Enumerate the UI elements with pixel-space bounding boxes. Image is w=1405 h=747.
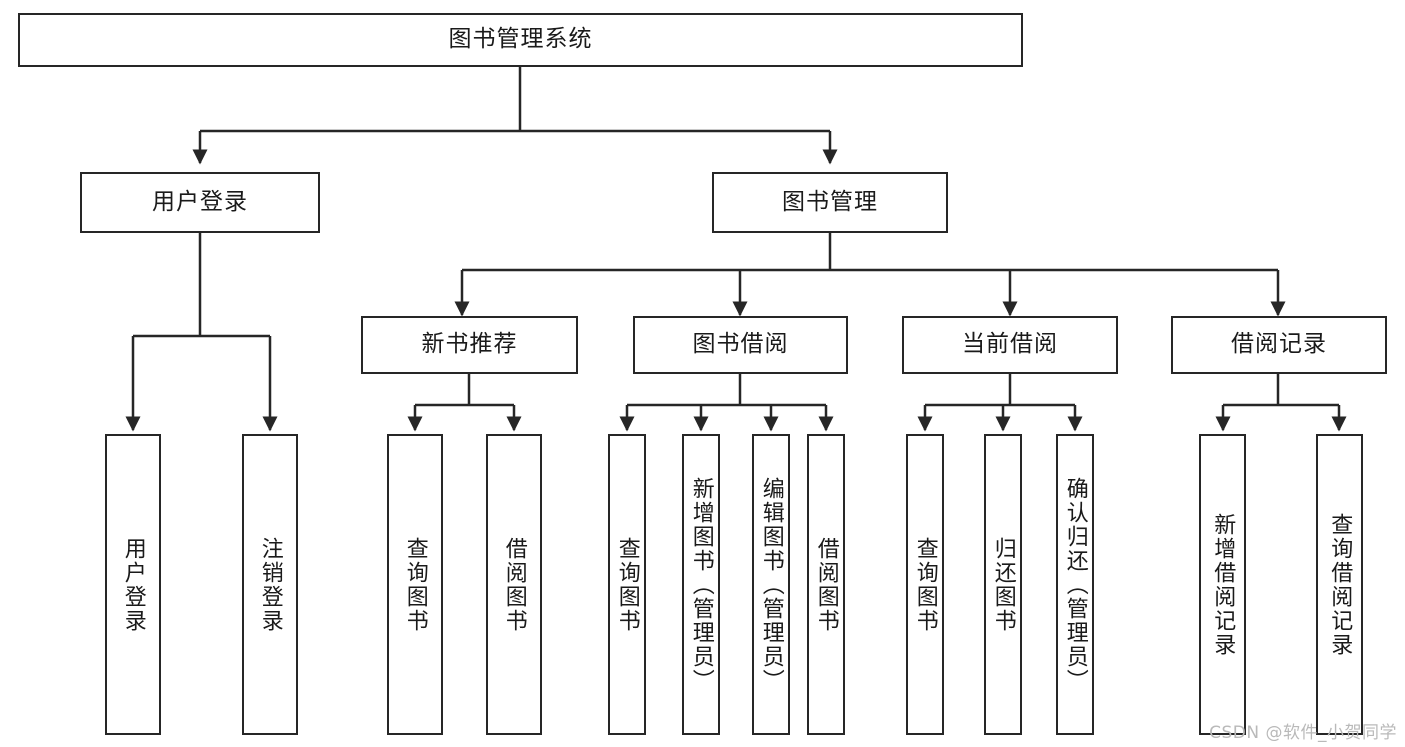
- leaf-borrow-book-1-label: 借阅图书: [501, 536, 527, 633]
- node-current-borrow-label: 当前借阅: [962, 331, 1058, 358]
- leaf-return-book[interactable]: 归还图书: [984, 434, 1022, 735]
- node-user-login-label: 用户登录: [152, 188, 248, 215]
- leaf-add-record[interactable]: 新增借阅记录: [1199, 434, 1246, 735]
- node-user-login[interactable]: 用户登录: [80, 172, 320, 233]
- leaf-borrow-book-2-label: 借阅图书: [813, 536, 839, 633]
- leaf-edit-book-label: 编辑图书（管理员）: [758, 476, 784, 693]
- leaf-user-login-label: 用户登录: [120, 536, 146, 633]
- node-book-management-label: 图书管理: [782, 188, 878, 215]
- leaf-borrow-book-2[interactable]: 借阅图书: [807, 434, 845, 735]
- node-borrow-record-label: 借阅记录: [1231, 331, 1327, 358]
- leaf-add-book-label: 新增图书（管理员）: [688, 476, 714, 693]
- leaf-query-book-1-label: 查询图书: [402, 536, 428, 633]
- node-current-borrow[interactable]: 当前借阅: [902, 316, 1118, 374]
- node-root[interactable]: 图书管理系统: [18, 13, 1023, 67]
- leaf-logout-login[interactable]: 注销登录: [242, 434, 298, 735]
- leaf-borrow-book-1[interactable]: 借阅图书: [486, 434, 542, 735]
- node-book-borrow-label: 图书借阅: [692, 331, 789, 358]
- leaf-query-book-3[interactable]: 查询图书: [906, 434, 944, 735]
- leaf-edit-book[interactable]: 编辑图书（管理员）: [752, 434, 790, 735]
- node-root-label: 图书管理系统: [448, 26, 593, 53]
- watermark-text: CSDN @软件_小贺同学: [1209, 723, 1397, 743]
- leaf-user-login[interactable]: 用户登录: [105, 434, 161, 735]
- leaf-query-book-2-label: 查询图书: [614, 536, 640, 633]
- leaf-query-book-1[interactable]: 查询图书: [387, 434, 443, 735]
- leaf-query-book-2[interactable]: 查询图书: [608, 434, 646, 735]
- node-new-book-recommend[interactable]: 新书推荐: [361, 316, 578, 374]
- leaf-query-record-label: 查询借阅记录: [1327, 512, 1353, 657]
- node-borrow-record[interactable]: 借阅记录: [1171, 316, 1387, 374]
- leaf-query-record[interactable]: 查询借阅记录: [1316, 434, 1363, 735]
- node-book-borrow[interactable]: 图书借阅: [633, 316, 848, 374]
- leaf-add-book[interactable]: 新增图书（管理员）: [682, 434, 720, 735]
- node-book-management[interactable]: 图书管理: [712, 172, 948, 233]
- leaf-confirm-return-label: 确认归还（管理员）: [1062, 476, 1088, 693]
- leaf-return-book-label: 归还图书: [990, 536, 1016, 633]
- leaf-add-record-label: 新增借阅记录: [1210, 512, 1236, 657]
- leaf-confirm-return[interactable]: 确认归还（管理员）: [1056, 434, 1094, 735]
- leaf-query-book-3-label: 查询图书: [912, 536, 938, 633]
- node-new-book-recommend-label: 新书推荐: [421, 331, 518, 358]
- leaf-logout-login-label: 注销登录: [257, 536, 283, 633]
